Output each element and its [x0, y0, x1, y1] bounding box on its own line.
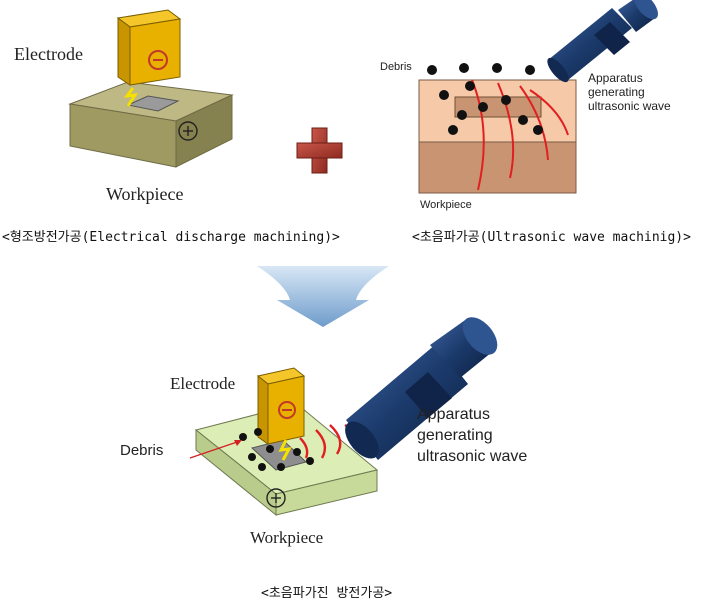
- ultrasonic-diagram: [418, 0, 658, 194]
- ultrasonic-apparatus-label-1: Apparatus: [588, 71, 643, 85]
- combined-spark-icon: [278, 439, 292, 461]
- ultrasonic-cavity: [454, 96, 542, 118]
- combined-apparatus-label-2: generating: [417, 427, 493, 444]
- ultrasonic-workpiece-label: Workpiece: [420, 199, 472, 211]
- ultrasonic-caption: <초음파가공(Ultrasonic wave machinig)>: [412, 230, 691, 245]
- combined-debris-label: Debris: [120, 442, 164, 459]
- edm-workpiece-block: [68, 81, 234, 168]
- edm-diagram: [68, 9, 234, 168]
- edm-plus-icon: [178, 121, 198, 141]
- ultrasonic-waves: [471, 79, 569, 191]
- ultrasonic-apparatus-label-2: generating: [588, 85, 645, 99]
- combine-plus-icon: [296, 127, 343, 174]
- ultrasonic-transducer: [547, 0, 658, 83]
- edm-electrode: [116, 9, 182, 86]
- combined-debris: [239, 428, 314, 471]
- combined-transducer: [345, 317, 498, 460]
- ultrasonic-debris-label: Debris: [380, 61, 412, 73]
- debris-pointer-arrow: [189, 440, 241, 459]
- combined-plus-icon: [266, 488, 286, 508]
- ultrasonic-apparatus-label-3: ultrasonic wave: [588, 99, 671, 113]
- ultrasonic-workpiece-lower: [418, 141, 577, 194]
- edm-workpiece-label: Workpiece: [106, 184, 184, 204]
- combined-electrode-label: Electrode: [170, 374, 236, 393]
- process-down-arrow: [257, 266, 389, 327]
- combined-apparatus-label-1: Apparatus: [417, 406, 490, 423]
- combined-apparatus-label-3: ultrasonic wave: [417, 448, 528, 465]
- edm-caption: <형조방전가공(Electrical discharge machining)>: [2, 230, 340, 245]
- combined-workpiece-label: Workpiece: [250, 528, 324, 547]
- edm-electrode-label: Electrode: [14, 44, 83, 64]
- combined-caption: <초음파가진 방전가공>: [261, 586, 393, 601]
- ultrasonic-debris: [427, 63, 543, 135]
- edm-spark-icon: [123, 87, 138, 107]
- combined-diagram: [189, 317, 498, 517]
